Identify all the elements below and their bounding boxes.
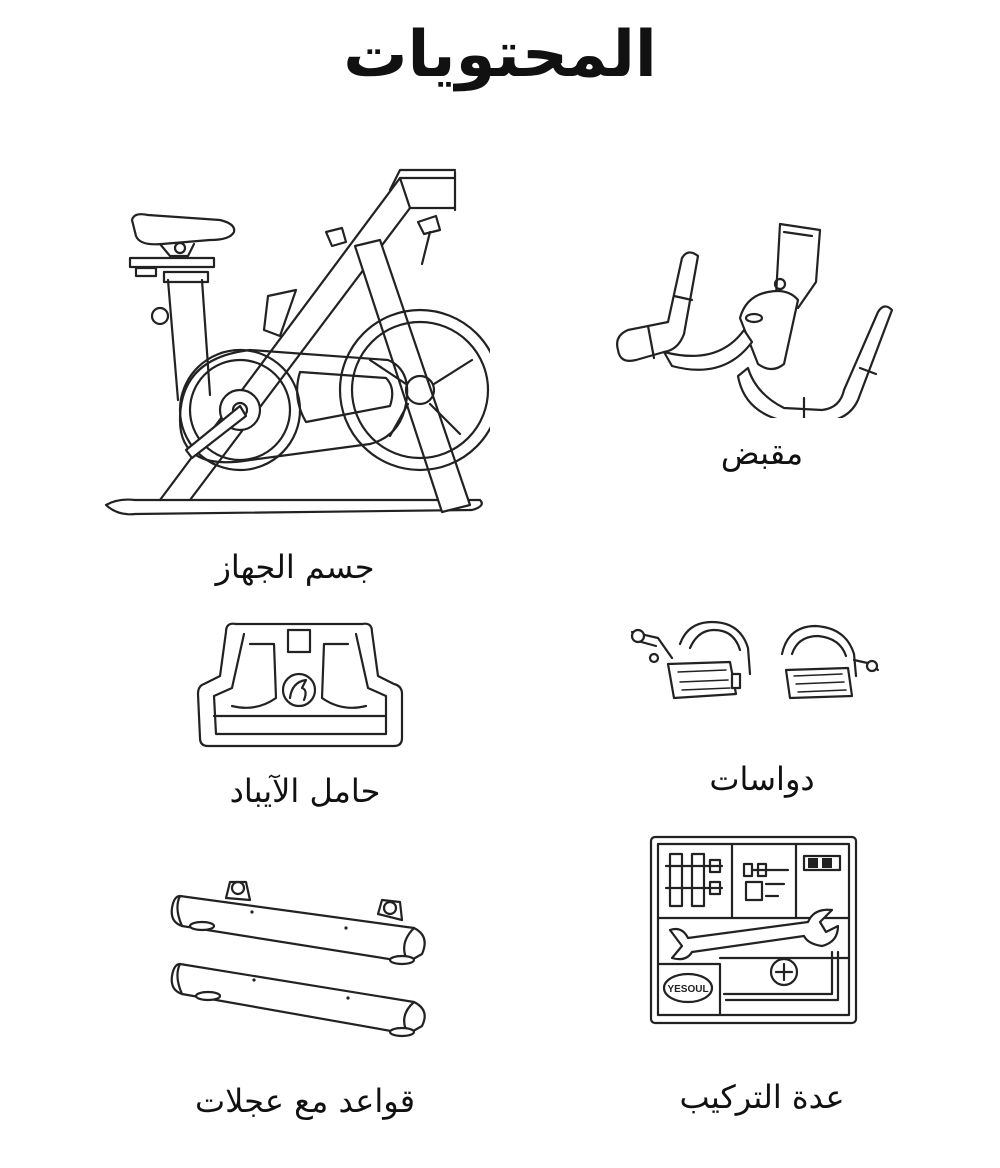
tablet-holder-icon (196, 622, 404, 748)
exercise-bike-icon (104, 168, 490, 516)
bases-label: قواعد مع عجلات (194, 1082, 416, 1120)
wheeled-bases-icon (170, 880, 426, 1038)
pedals-label: دواسات (709, 760, 815, 798)
ipad-holder-label: حامل الآيباد (229, 772, 381, 810)
bike-body-label: جسم الجهاز (215, 548, 375, 586)
tool-kit-brand: YESOUL (667, 984, 708, 995)
tool-kit-icon: YESOUL (649, 835, 858, 1025)
tool-kit-label: عدة التركيب (679, 1078, 845, 1116)
handlebar-icon (616, 222, 894, 418)
handlebar-label: مقبض (720, 434, 804, 472)
pedals-icon (630, 620, 880, 700)
page-title: المحتويات (343, 18, 657, 92)
